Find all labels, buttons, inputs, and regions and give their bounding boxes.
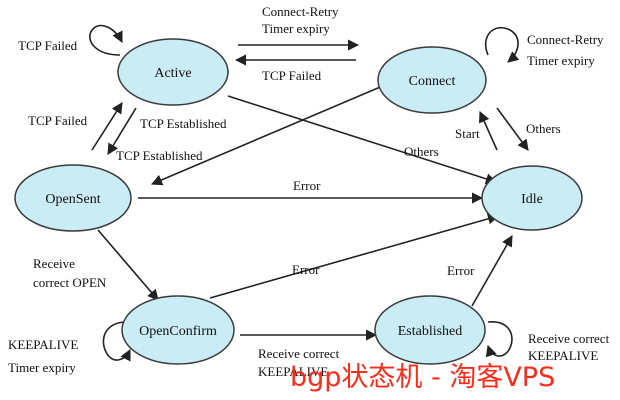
state-connect-label: Connect <box>409 74 456 89</box>
watermark-text: bgp状态机 - 淘客VPS <box>290 362 555 393</box>
label-others-active-idle: Others <box>404 144 439 159</box>
label-connect-retry-top: Connect-Retry <box>262 4 339 19</box>
state-established: Established <box>374 295 486 365</box>
state-openconfirm: OpenConfirm <box>121 295 235 365</box>
state-active-label: Active <box>154 66 191 81</box>
edge-active-to-opensent <box>107 107 137 155</box>
label-keepalive-mid: KEEPALIVE <box>258 364 328 379</box>
edge-connect-self-loop <box>485 27 520 63</box>
edge-openconfirm-self-loop <box>102 321 131 362</box>
edge-opensent-to-active <box>91 102 123 151</box>
state-idle: Idle <box>481 165 583 231</box>
edge-openconfirm-to-idle <box>209 213 500 299</box>
state-established-label: Established <box>398 324 463 339</box>
edge-established-self-loop <box>485 321 513 358</box>
label-timer-expiry-self: Timer expiry <box>527 53 595 68</box>
label-error-opensent-idle: Error <box>293 178 321 193</box>
edge-established-to-idle <box>471 235 513 307</box>
state-opensent: OpenSent <box>14 164 132 232</box>
edge-idle-to-connect <box>479 110 498 151</box>
label-receive-correct-right: Receive correct <box>528 331 610 346</box>
label-timer-expiry-left: Timer expiry <box>8 360 76 375</box>
label-keepalive-right: KEEPALIVE <box>528 348 598 363</box>
edge-opensent-to-openconfirm <box>97 229 159 301</box>
label-error-openconfirm-idle: Error <box>292 262 320 277</box>
state-opensent-label: OpenSent <box>45 192 100 207</box>
label-correct-open: correct OPEN <box>33 275 107 290</box>
label-keepalive-left: KEEPALIVE <box>8 337 78 352</box>
label-tcp-established-active: TCP Established <box>140 116 227 131</box>
label-error-established-idle: Error <box>447 263 475 278</box>
label-tcp-failed-connect-active: TCP Failed <box>262 68 322 83</box>
label-receive: Receive <box>33 256 75 271</box>
state-active: Active <box>117 38 229 106</box>
label-receive-correct-mid: Receive correct <box>258 346 340 361</box>
edge-connect-to-idle <box>496 107 529 151</box>
edge-active-to-idle <box>227 95 498 185</box>
label-tcp-established-connect: TCP Established <box>116 148 203 163</box>
edge-connect-to-opensent <box>150 84 386 186</box>
label-tcp-failed-opensent: TCP Failed <box>28 113 88 128</box>
state-openconfirm-label: OpenConfirm <box>139 324 217 339</box>
label-connect-retry-self: Connect-Retry <box>527 32 604 47</box>
state-connect: Connect <box>377 46 487 114</box>
state-idle-label: Idle <box>521 192 543 207</box>
label-start: Start <box>455 126 480 141</box>
label-timer-expiry-top: Timer expiry <box>262 21 330 36</box>
label-tcp-failed-active-self: TCP Failed <box>18 38 78 53</box>
edge-active-self-loop <box>89 24 123 56</box>
label-others-connect-idle: Others <box>526 121 561 136</box>
